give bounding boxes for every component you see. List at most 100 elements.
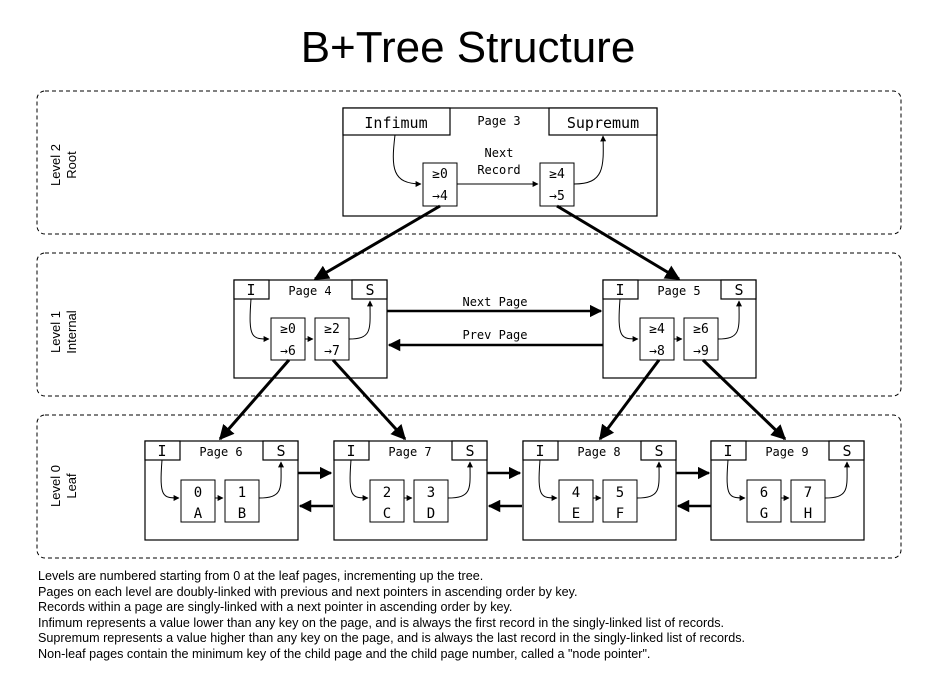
root-infimum: [342, 107, 451, 136]
level-band-root: Level 2Root: [36, 90, 902, 235]
supremum-label: S: [465, 442, 474, 460]
record-value: H: [804, 506, 812, 522]
root-record: ≥4 →5: [539, 162, 575, 207]
record-key: ≥4: [649, 322, 665, 337]
diagram-title: B+Tree Structure: [301, 23, 636, 72]
supremum-cell: [451, 440, 488, 461]
node-pointer-arrow: [556, 204, 681, 281]
infimum-cell: [602, 279, 639, 300]
note-line: Supremum represents a value higher than …: [38, 631, 746, 646]
node-pointer-arrow: [701, 358, 787, 441]
leaf-record: 6G: [746, 479, 782, 523]
supremum-cell: [720, 279, 757, 300]
level-band-internal: Level 1Internal: [36, 252, 902, 397]
note-line: Non-leaf pages contain the minimum key o…: [38, 646, 651, 661]
record-key: 5: [616, 485, 624, 501]
root-record-link: [573, 135, 607, 185]
infimum-label: I: [346, 442, 355, 460]
level-2-label: Level 2Root: [48, 144, 79, 186]
record-link: [258, 461, 285, 499]
page-label: Page 5: [657, 284, 700, 298]
node-pointer-arrow: [598, 359, 661, 441]
leaf-sibling-links: [298, 466, 711, 513]
node-pointer-record: ≥0→6: [270, 317, 306, 361]
supremum-cell: [640, 440, 677, 461]
root-record-key: ≥0: [432, 167, 448, 182]
infimum-cell: [233, 279, 270, 300]
root-record-pointer: →5: [549, 189, 565, 204]
root-infimum-label: Infimum: [364, 114, 427, 132]
root-supremum: [548, 107, 658, 136]
infimum-cell: [710, 440, 747, 461]
record-link: [717, 300, 743, 340]
record-key: 7: [804, 485, 812, 501]
record-link: [160, 459, 180, 501]
supremum-label: S: [654, 442, 663, 460]
record-key: ≥2: [324, 322, 340, 337]
record-key: ≥6: [693, 322, 709, 337]
infimum-cell: [144, 440, 181, 461]
record-value: B: [238, 506, 246, 522]
root-page: Infimum Supremum Page 3 ≥0 →4 ≥4 →5 Next…: [342, 107, 658, 217]
supremum-cell: [828, 440, 865, 461]
explanatory-notes: Levels are numbered starting from 0 at t…: [38, 569, 918, 663]
infimum-label: I: [157, 442, 166, 460]
record-link: [348, 300, 374, 340]
record-key: 4: [572, 485, 580, 501]
infimum-label: I: [535, 442, 544, 460]
root-record: ≥0 →4: [422, 162, 458, 207]
note-line: Infimum represents a value lower than an…: [38, 615, 724, 630]
infimum-cell: [522, 440, 559, 461]
leaf-record: 2C: [369, 479, 405, 523]
page-label: Page 7: [388, 445, 431, 459]
supremum-cell: [262, 440, 299, 461]
record-link: [636, 461, 663, 499]
record-value: F: [616, 506, 624, 522]
node-pointer-arrow: [313, 204, 441, 281]
root-record-link: [392, 134, 422, 187]
node-pointer-record: ≥2→7: [314, 317, 350, 361]
root-record-pointer: →4: [432, 189, 448, 204]
page-label: Page 4: [288, 284, 331, 298]
infimum-label: I: [615, 281, 624, 299]
record-value: G: [760, 506, 768, 522]
supremum-cell: [351, 279, 388, 300]
node-pointer-record: ≥6→9: [683, 317, 719, 361]
record-value: D: [427, 506, 435, 522]
record-value: C: [383, 506, 391, 522]
page-label: Page 6: [199, 445, 242, 459]
supremum-label: S: [276, 442, 285, 460]
leaf-record: 1B: [224, 479, 260, 523]
record-key: 1: [238, 485, 246, 501]
page-label: Page 8: [577, 445, 620, 459]
record-link: [349, 459, 369, 501]
node-pointer-arrow: [218, 359, 291, 441]
level-band-leaf: Level 0Leaf: [36, 414, 902, 559]
record-value: A: [194, 506, 203, 522]
record-link: [538, 459, 558, 501]
level-0-label: Level 0Leaf: [48, 465, 79, 507]
record-pointer: →7: [324, 344, 340, 359]
node-pointer-record: ≥4→8: [639, 317, 675, 361]
leaf-record: 3D: [413, 479, 449, 523]
leaf-record: 4E: [558, 479, 594, 523]
prev-page-label: Prev Page: [462, 328, 527, 342]
root-record-key: ≥4: [549, 167, 565, 182]
record-pointer: →6: [280, 344, 296, 359]
supremum-label: S: [842, 442, 851, 460]
node-pointer-arrow: [331, 358, 407, 441]
record-key: 6: [760, 485, 768, 501]
record-pointer: →9: [693, 344, 709, 359]
record-link: [447, 461, 474, 499]
leaf-record: 0A: [180, 479, 216, 523]
note-line: Pages on each level are doubly-linked wi…: [38, 584, 578, 599]
root-page-label: Page 3: [477, 114, 520, 128]
